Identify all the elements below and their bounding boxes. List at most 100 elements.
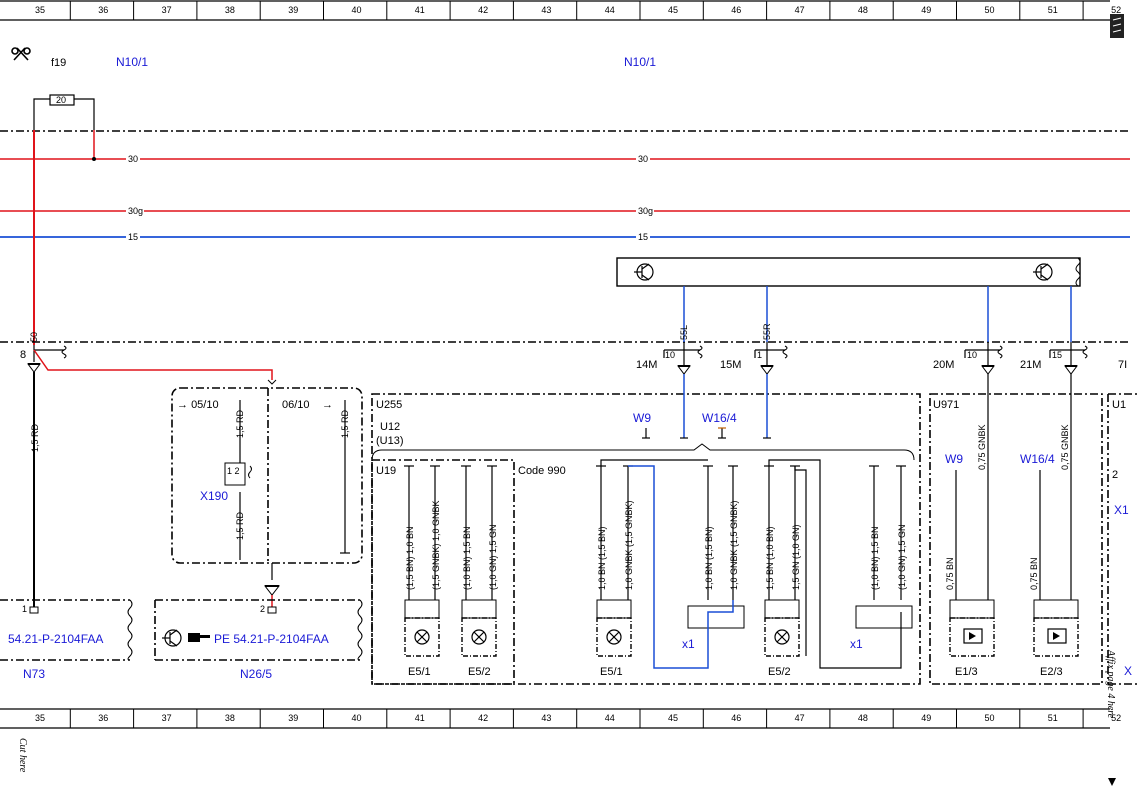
lamp-icon-e5-2b (774, 629, 790, 645)
n73-code: 54.21-P-2104FAA (8, 632, 103, 646)
n26-label: N26/5 (240, 667, 272, 681)
ruler-top-45: 45 (668, 5, 678, 15)
bus-15-label-b: 15 (638, 232, 648, 242)
bus-15-label-a: 15 (128, 232, 138, 242)
ruler-top-51: 51 (1048, 5, 1058, 15)
pin-10-b: 10 (967, 350, 977, 360)
w9-label: W9 (633, 411, 651, 425)
connector-21m-label: 21M (1020, 359, 1041, 371)
bus-30g-label-a: 30g (128, 206, 143, 216)
ruler-bottom-44: 44 (605, 713, 615, 723)
x190-wire-bottom: 1,5 RD (235, 511, 245, 540)
u971-w16-4-label: W16/4 (1020, 452, 1055, 466)
n73-label: N73 (23, 667, 45, 681)
ruler-bottom-36: 36 (98, 713, 108, 723)
connector-15m-label: 15M (720, 359, 741, 371)
x1-edge-label: X1 (1114, 503, 1129, 517)
x190-block: → 05/10 06/10 → 1,5 RD 1,5 RD 1,5 RD 1 2… (171, 387, 363, 564)
ruler-top-38: 38 (225, 5, 235, 15)
ruler-bottom-50: 50 (985, 713, 995, 723)
n26-code: PE 54.21-P-2104FAA (214, 632, 329, 646)
n10-1-label-left: N10/1 (116, 55, 148, 69)
u255-wire-1: (1,5 BN) 1,0 BN (405, 526, 415, 590)
ruler-top-52: 52 (1111, 5, 1121, 15)
ruler-top-48: 48 (858, 5, 868, 15)
affix-page-text: Affix page 4 here (1105, 649, 1116, 719)
ruler-top-42: 42 (478, 5, 488, 15)
connector-15m: 15M 1 55R (720, 323, 788, 375)
ruler-top-50: 50 (985, 5, 995, 15)
led-icon-e1-3 (963, 628, 983, 644)
led-icon-e2-3 (1047, 628, 1067, 644)
e5-2-label-b: E5/2 (768, 666, 791, 678)
ruler-top-41: 41 (415, 5, 425, 15)
ruler-bottom-40: 40 (352, 713, 362, 723)
pin-55r-label: 55R (762, 323, 772, 340)
e2-3-label: E2/3 (1040, 666, 1063, 678)
fuse-rating: 20 (56, 95, 66, 105)
pin-50-label: 50 (29, 332, 39, 342)
ruler-bottom-42: 42 (478, 713, 488, 723)
ruler-bottom-48: 48 (858, 713, 868, 723)
e5-1-label-b: E5/1 (600, 666, 623, 678)
u12-label: U12 (380, 421, 400, 433)
x190-label: X190 (200, 489, 228, 503)
pin-10-a: 10 (665, 350, 675, 360)
u255-wire-9: 1,5 BN (1,0 BN) (765, 526, 775, 590)
ruler-top-44: 44 (605, 5, 615, 15)
x1-label-a: x1 (682, 637, 695, 651)
n26-pin-2: 2 (260, 604, 265, 614)
n73-wire-label: 1,5 RD (30, 423, 40, 452)
module-n73: 1,5 RD 1 54.21-P-2104FAA N73 (0, 372, 133, 681)
ruler-bottom-38: 38 (225, 713, 235, 723)
transistor-icon-right (1033, 263, 1053, 281)
bus-30: 30 30 (0, 154, 1130, 164)
connector-7-label: 7I (1118, 359, 1127, 371)
arrow-06: → (322, 399, 333, 411)
w16-4-label: W16/4 (702, 411, 737, 425)
u971-wire-3: 0,75 BN (945, 557, 955, 590)
ruler-top-43: 43 (541, 5, 551, 15)
f19-label: f19 (51, 57, 66, 69)
u971-label: U971 (933, 399, 959, 411)
ruler-top-46: 46 (731, 5, 741, 15)
u255-wiring: (1,5 BN) 1,0 BN (1,5 GNBK) 1,0 GNBK (1,0 B… (404, 459, 913, 669)
e5-2-label-a: E5/2 (468, 666, 491, 678)
u255-wire-11: (1,0 BN) 1,5 BN (870, 526, 880, 590)
lamp-icon-e5-2a (471, 629, 487, 645)
ruler-bottom-39: 39 (288, 713, 298, 723)
module-n26-5: 2 PE 54.21-P-2104FAA N26/5 (154, 599, 363, 681)
ruler-bottom-52: 52 (1111, 713, 1121, 723)
right-edge-block: U1 2 X1 X (1107, 393, 1138, 685)
book-icon (1110, 14, 1124, 38)
u255-wire-8: 1,0 GNBK (1,5 GNBK) (729, 500, 739, 590)
u255-wire-10: 1,5 GN (1,0 GN) (791, 524, 801, 590)
u13-label: (U13) (376, 435, 404, 447)
e1-3-label: E1/3 (955, 666, 978, 678)
x-edge-label: X (1124, 664, 1132, 678)
u19-label: U19 (376, 465, 396, 477)
ruler-top-35: 35 (35, 5, 45, 15)
u255-label: U255 (376, 399, 402, 411)
u971-w9-label: W9 (945, 452, 963, 466)
e5-1-label-a: E5/1 (408, 666, 431, 678)
connector-20m-label: 20M (933, 359, 954, 371)
bus-30g-label-b: 30g (638, 206, 653, 216)
ruler-top-36: 36 (98, 5, 108, 15)
pin-1-a: 1 (757, 350, 762, 360)
ruler-bottom-49: 49 (921, 713, 931, 723)
u971-wire-1: 0,75 GNBK (977, 424, 987, 470)
u255-wire-2: (1,5 GNBK) 1,0 GNBK (431, 500, 441, 590)
fuse-f19: 20 (33, 94, 95, 130)
transistor-module (616, 257, 1081, 287)
u1-label: U1 (1112, 399, 1126, 411)
bus-30-label-a: 30 (128, 154, 138, 164)
u255-wire-12: (1,0 GN) 1,5 GN (897, 524, 907, 590)
ruler-bottom-51: 51 (1048, 713, 1058, 723)
ruler-bottom-43: 43 (541, 713, 551, 723)
u255-wire-6: 1,0 GNBK (1,5 GNBK) (624, 500, 634, 590)
